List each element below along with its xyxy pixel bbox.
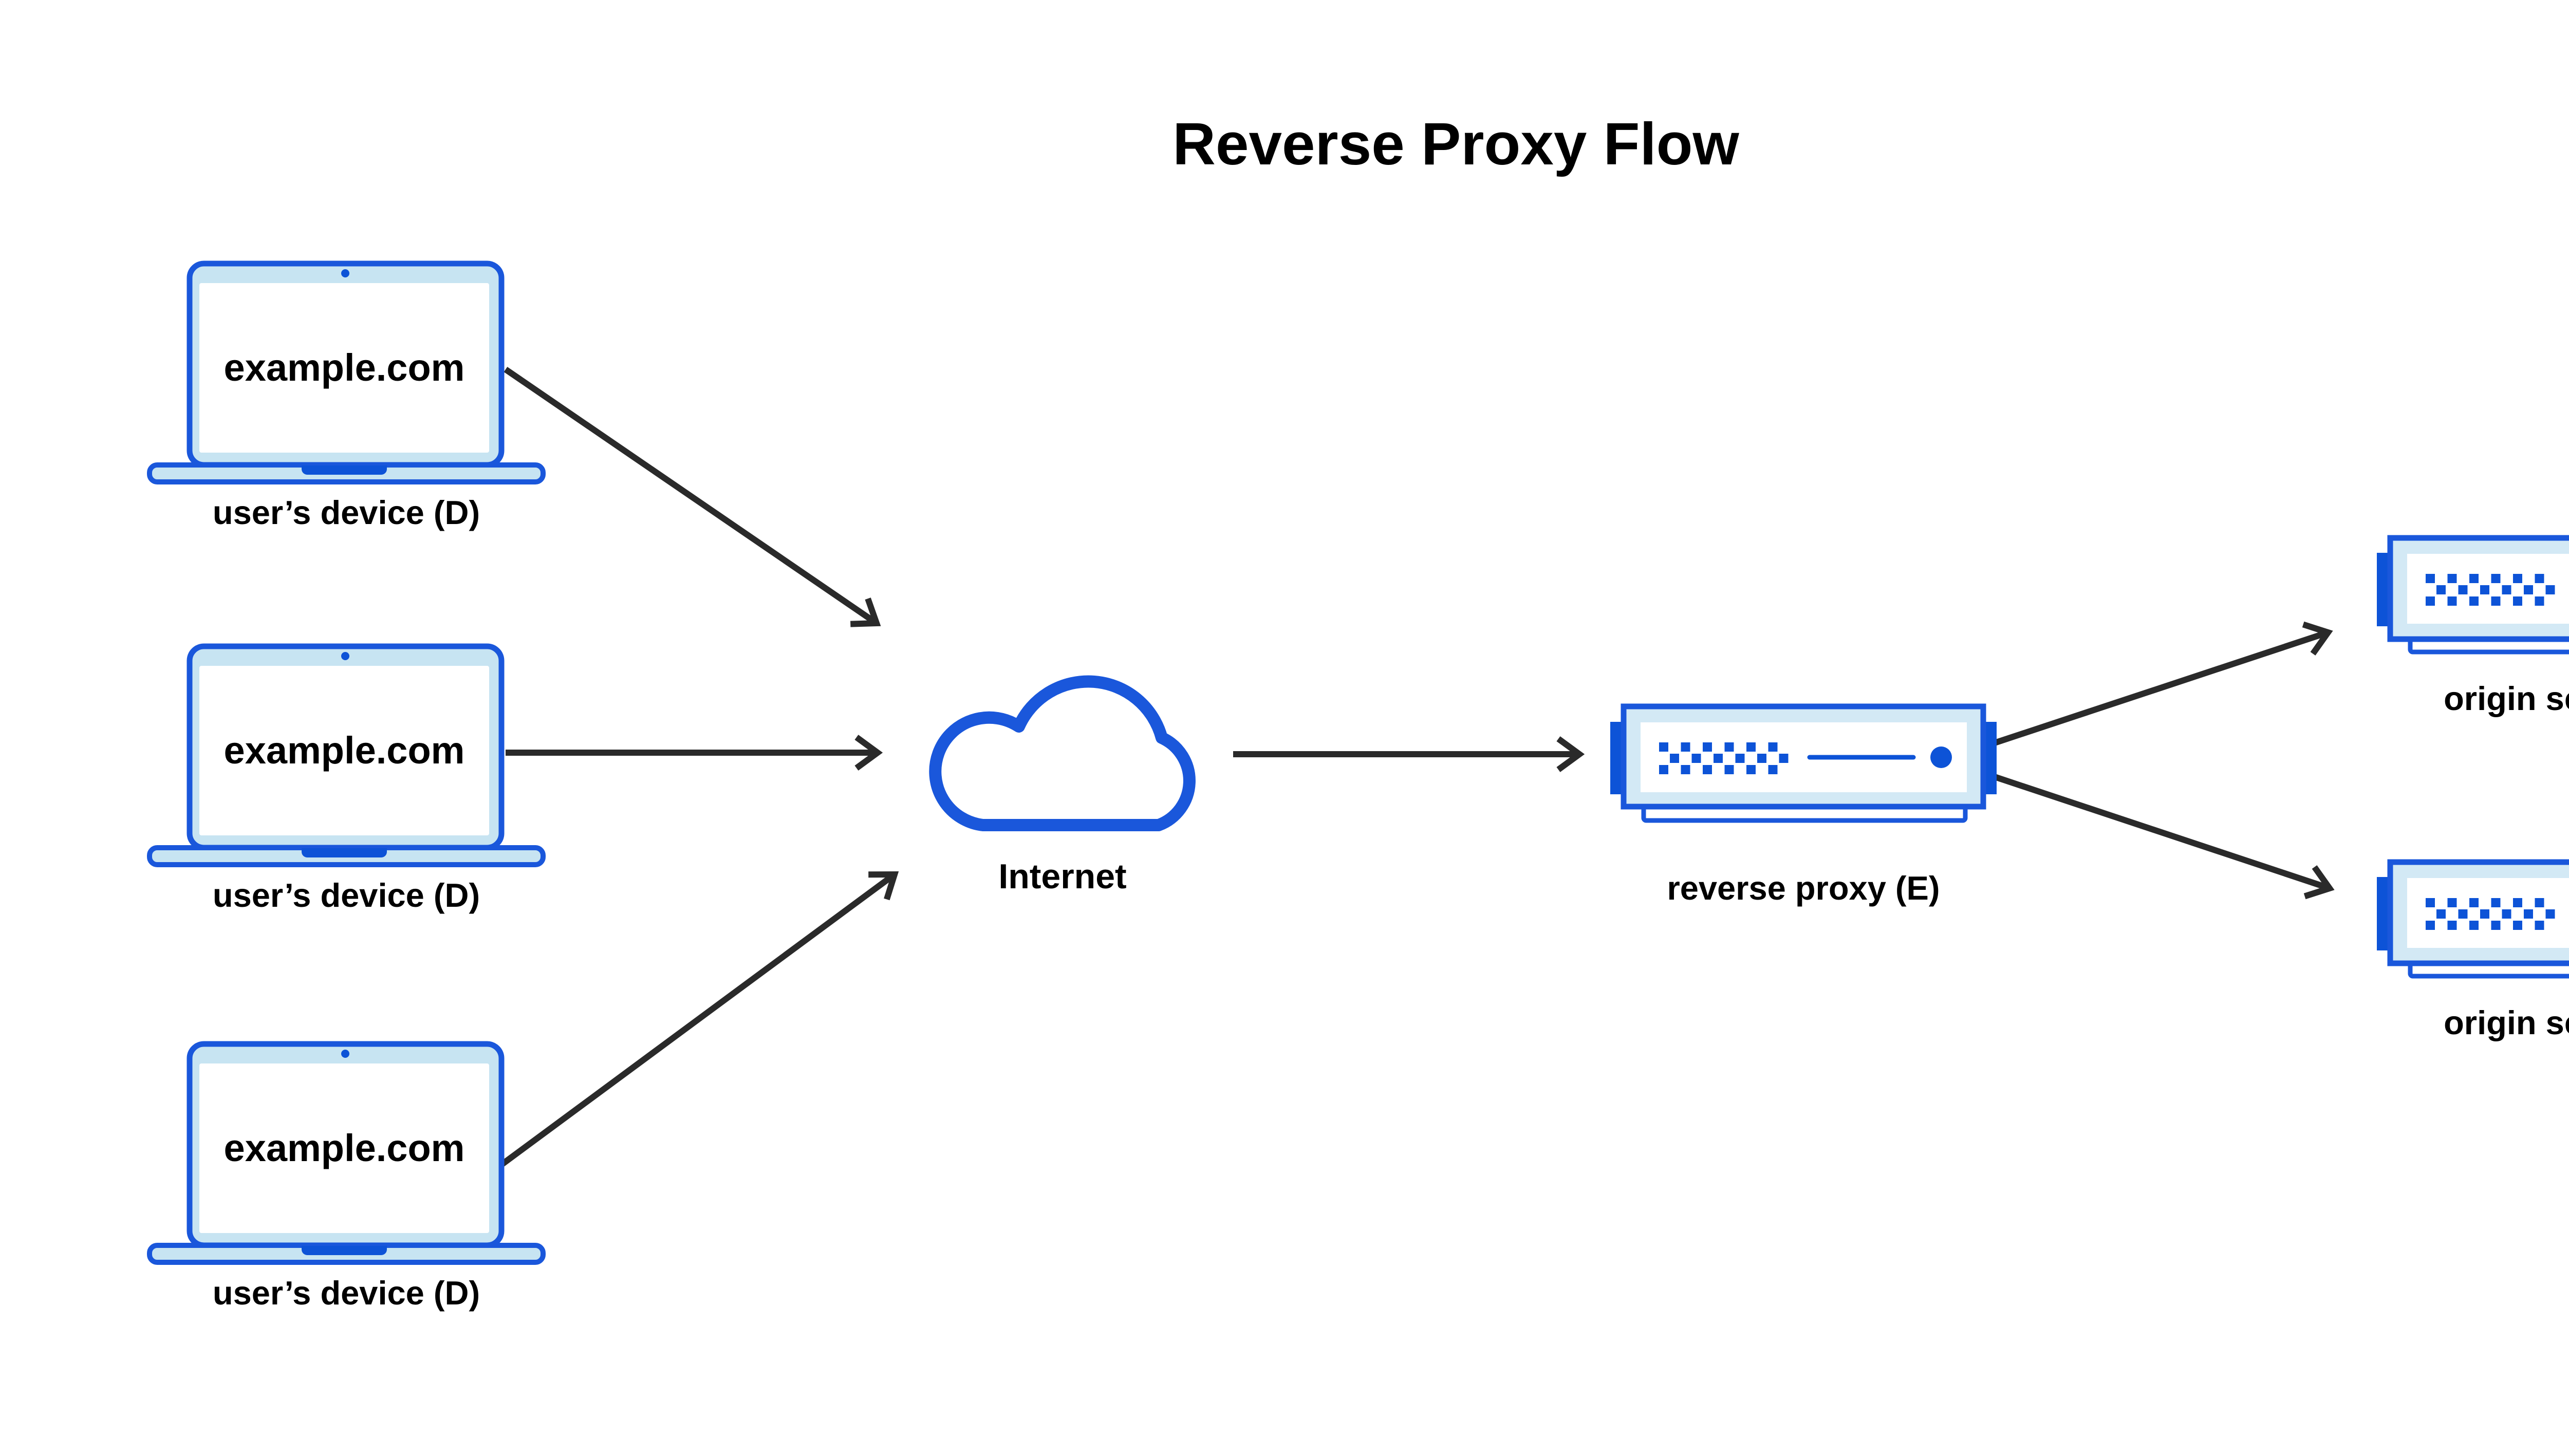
laptop-icon [147, 1041, 546, 1265]
internet-label: Internet [998, 857, 1127, 896]
diagram-title: Reverse Proxy Flow [1172, 110, 1739, 177]
device-label: user’s device (D) [212, 1274, 480, 1312]
user-device-2: example.com user’s device (D) [146, 643, 546, 931]
arrow-proxy-origin2 [1994, 774, 2335, 900]
origin-server-2: origin server (F) [2377, 859, 2569, 1068]
proxy-label: reverse proxy (E) [1667, 869, 1940, 907]
arrow-device3-internet [499, 871, 899, 1167]
origin-label: origin server (F) [2444, 680, 2569, 717]
device-label: user’s device (D) [212, 494, 480, 531]
laptop-icon [147, 643, 546, 867]
server-icon [1610, 703, 1997, 823]
laptop-icon [147, 260, 546, 484]
origin-server-1: origin server (F) [2377, 535, 2569, 743]
device-label: user’s device (D) [212, 876, 480, 914]
arrow-device1-internet [504, 367, 881, 627]
server-icon [2377, 535, 2569, 655]
internet-cloud: Internet [921, 655, 1204, 922]
server-icon [2377, 859, 2569, 979]
laptop-screen-text: example.com [224, 1127, 465, 1169]
user-device-3: example.com user’s device (D) [146, 1041, 546, 1329]
cloud-icon [929, 675, 1196, 831]
user-device-1: example.com user’s device (D) [146, 260, 546, 548]
arrow-proxy-origin1 [1994, 621, 2333, 746]
origin-label: origin server (F) [2444, 1004, 2569, 1041]
laptop-screen-text: example.com [224, 346, 465, 389]
reverse-proxy: reverse proxy (E) [1610, 703, 1997, 932]
laptop-screen-text: example.com [224, 729, 465, 772]
